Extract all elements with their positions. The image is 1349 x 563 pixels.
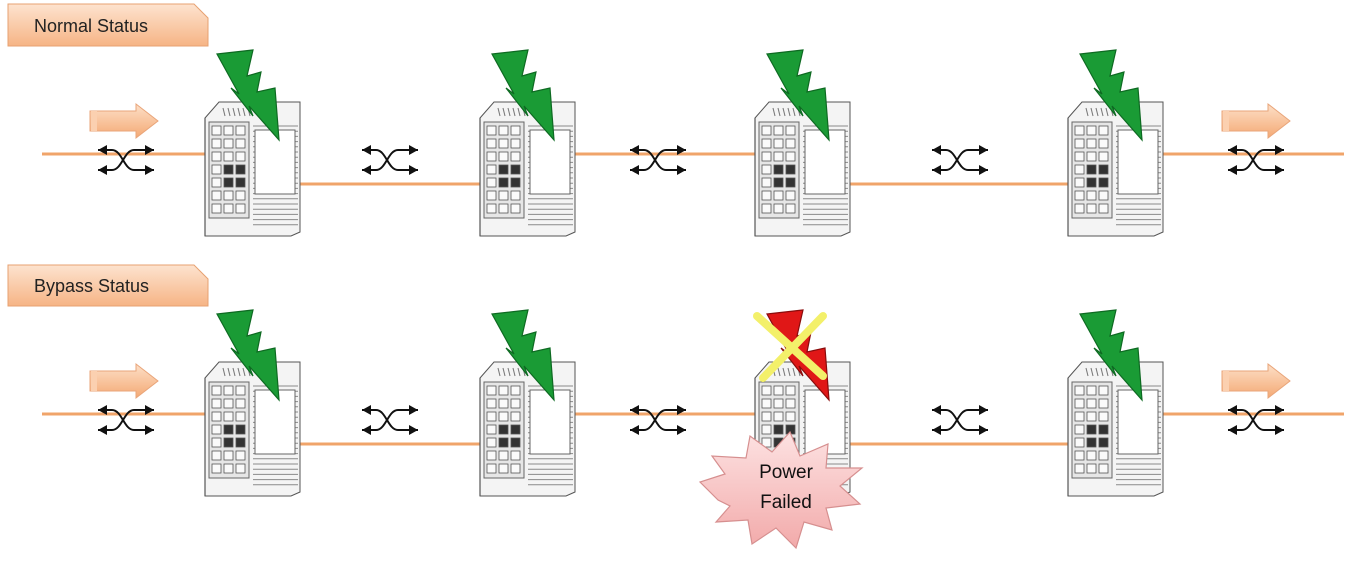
row-normal-network xyxy=(42,49,1344,237)
ethernet-switch xyxy=(204,309,301,497)
ethernet-switch xyxy=(1067,49,1164,237)
callout-line-2: Failed xyxy=(760,492,812,513)
lightning-bolt-icon xyxy=(216,309,280,402)
lightning-bolt-icon xyxy=(491,309,555,402)
bidirectional-traffic-icon xyxy=(1228,145,1284,175)
bidirectional-traffic-icon xyxy=(362,405,418,435)
lightning-bolt-icon xyxy=(216,49,280,142)
row-normal: Normal Status xyxy=(7,3,209,47)
flow-arrow-out-icon xyxy=(1221,362,1291,400)
ethernet-switch xyxy=(479,309,576,497)
lightning-bolt-icon xyxy=(1079,49,1143,142)
row-bypass-network xyxy=(42,309,1344,497)
ethernet-switch xyxy=(754,49,851,237)
bidirectional-traffic-icon xyxy=(362,145,418,175)
row-bypass: Bypass Status xyxy=(7,264,209,307)
bidirectional-traffic-icon xyxy=(98,145,154,175)
power-failed-callout: Power Failed xyxy=(698,430,864,550)
ethernet-switch xyxy=(479,49,576,237)
bidirectional-traffic-icon xyxy=(630,405,686,435)
flow-arrow-in-icon xyxy=(89,362,159,400)
status-label-text: Bypass Status xyxy=(34,276,149,296)
ethernet-switch xyxy=(204,49,301,237)
bidirectional-traffic-icon xyxy=(98,405,154,435)
bidirectional-traffic-icon xyxy=(1228,405,1284,435)
status-label-normal: Normal Status xyxy=(7,3,209,47)
ethernet-switch xyxy=(1067,309,1164,497)
flow-arrow-out-icon xyxy=(1221,102,1291,140)
bidirectional-traffic-icon xyxy=(932,405,988,435)
lightning-bolt-icon xyxy=(1079,309,1143,402)
lightning-bolt-icon xyxy=(491,49,555,142)
callout-line-1: Power xyxy=(759,462,814,483)
status-label-text: Normal Status xyxy=(34,16,148,36)
bidirectional-traffic-icon xyxy=(630,145,686,175)
failed-cross-icon xyxy=(753,312,827,382)
flow-arrow-in-icon xyxy=(89,102,159,140)
lightning-bolt-icon xyxy=(766,49,830,142)
status-label-bypass: Bypass Status xyxy=(7,264,209,307)
bidirectional-traffic-icon xyxy=(932,145,988,175)
